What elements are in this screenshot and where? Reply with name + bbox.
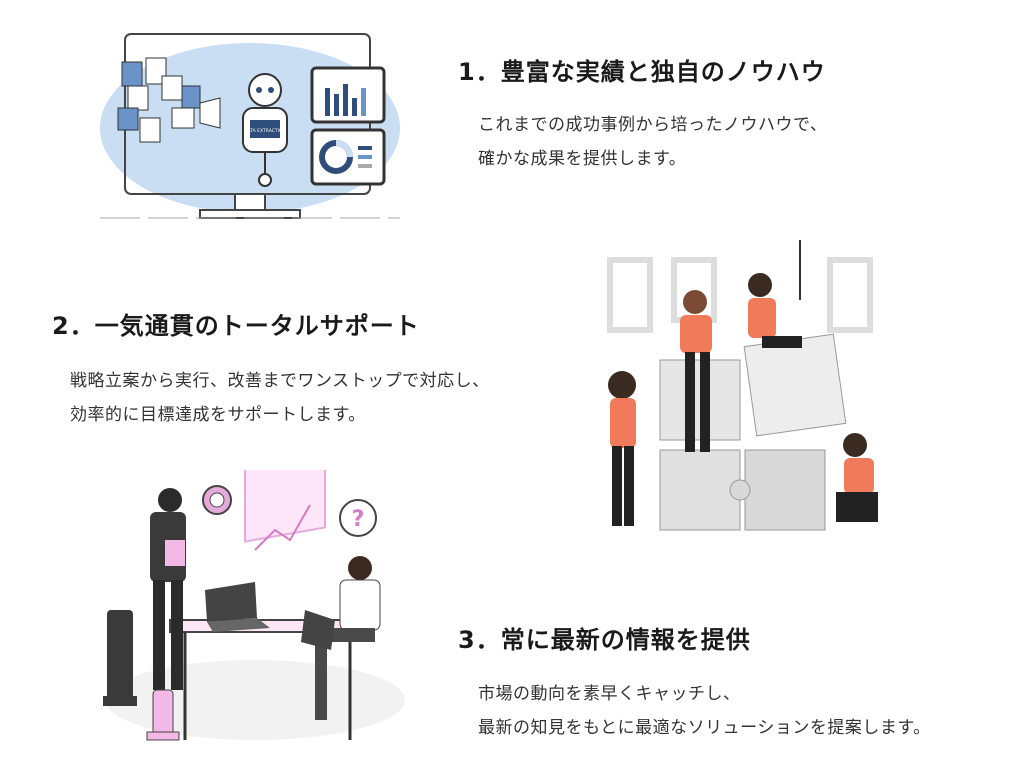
person-top-middle	[680, 290, 712, 452]
monitor-base	[199, 209, 301, 219]
feature-1-title: 1．豊富な実績と独自のノウハウ	[458, 58, 826, 86]
bar-chart-icon	[310, 66, 386, 124]
feature-1-line-2: 確かな成果を提供します。	[478, 149, 687, 169]
person-sitting	[301, 556, 381, 720]
feature-3-description: 市場の動向を素早くキャッチし、 最新の知見をもとに最適なソリューションを提案しま…	[478, 677, 931, 745]
data-extraction-illustration: DATA EXTRACTION	[100, 33, 400, 219]
person-bottom-right	[836, 433, 878, 522]
robot-icon: DATA EXTRACTION	[242, 73, 288, 187]
feature-3-title: 3．常に最新の情報を提供	[458, 626, 751, 654]
feature-1-description: これまでの成功事例から培ったノウハウで、 確かな成果を提供します。	[478, 108, 827, 176]
person-left	[608, 371, 636, 526]
question-mark: ?	[352, 507, 365, 532]
document-icon	[117, 57, 201, 143]
feature-2-line-1: 戦略立案から実行、改善までワンストップで対応し、	[70, 371, 490, 391]
strategy-office-illustration: ?	[103, 470, 405, 741]
feature-3-line-1: 市場の動向を素早くキャッチし、	[478, 684, 741, 704]
feature-1-line-1: これまでの成功事例から培ったノウハウで、	[478, 115, 828, 135]
person-standing	[150, 488, 186, 690]
feature-2-title: 2．一気通貫のトータルサポート	[52, 312, 420, 340]
data-extraction-label: DATA EXTRACTION	[244, 128, 286, 134]
chess-icon	[103, 610, 180, 741]
donut-chart-icon	[310, 128, 386, 186]
feature-2-description: 戦略立案から実行、改善までワンストップで対応し、 効率的に目標達成をサポートしま…	[70, 364, 490, 432]
laptop-icon	[205, 582, 270, 632]
feature-3-line-2: 最新の知見をもとに最適なソリューションを提案します。	[478, 718, 931, 738]
puzzle-team-illustration	[607, 240, 878, 531]
person-top-right	[748, 240, 802, 348]
feature-2-line-2: 効率的に目標達成をサポートします。	[70, 405, 366, 425]
